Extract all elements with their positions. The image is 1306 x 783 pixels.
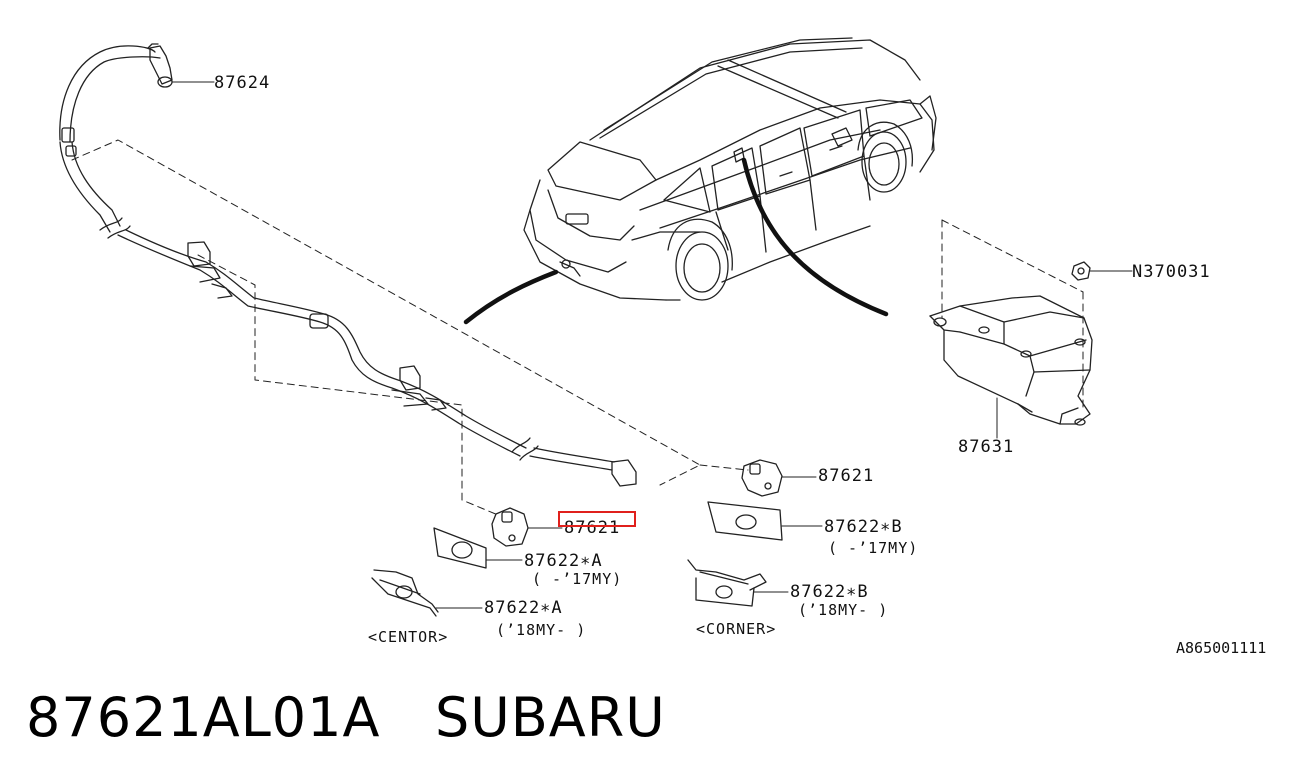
callout-87622b-lower-range: (’18MY- )	[798, 601, 889, 619]
callout-n370031[interactable]: N370031	[1132, 262, 1211, 282]
callout-87631[interactable]: 87631	[958, 437, 1015, 457]
sensor-87621-center	[491, 507, 529, 547]
callout-87622a-upper-range: ( -’17MY)	[532, 570, 623, 588]
part-number-title: 87621AL01A SUBARU	[26, 686, 666, 749]
callout-87622b-lower[interactable]: 87622∗B	[790, 582, 869, 602]
callout-87622b-upper-range: ( -’17MY)	[828, 539, 919, 557]
leader-arrows	[463, 157, 889, 325]
holder-87622b-lower	[687, 559, 767, 607]
sensor-87621-corner	[741, 459, 783, 497]
holder-87622a-upper	[433, 527, 487, 569]
callout-leaders	[171, 81, 1133, 609]
vehicle-outline	[523, 37, 937, 301]
dashed-guides	[71, 139, 1084, 516]
callout-87622a-upper[interactable]: 87622∗A	[524, 551, 603, 571]
group-label-center: <CENTOR>	[368, 628, 449, 646]
callout-87621-corner[interactable]: 87621	[818, 466, 875, 486]
group-label-corner: <CORNER>	[696, 620, 777, 638]
callout-87624[interactable]: 87624	[214, 73, 271, 93]
callout-87622a-lower[interactable]: 87622∗A	[484, 598, 563, 618]
callout-87622a-lower-range: (’18MY- )	[496, 621, 587, 639]
holder-87622b-upper	[707, 501, 783, 541]
figure-code: A865001111	[1176, 639, 1267, 657]
callout-87621-center[interactable]: 87621	[564, 518, 621, 538]
wiring-harness	[59, 43, 637, 487]
callout-87622b-upper[interactable]: 87622∗B	[824, 517, 903, 537]
control-module	[929, 261, 1093, 426]
holder-87622a-lower	[371, 569, 439, 617]
selected-part-highlight	[558, 511, 636, 527]
